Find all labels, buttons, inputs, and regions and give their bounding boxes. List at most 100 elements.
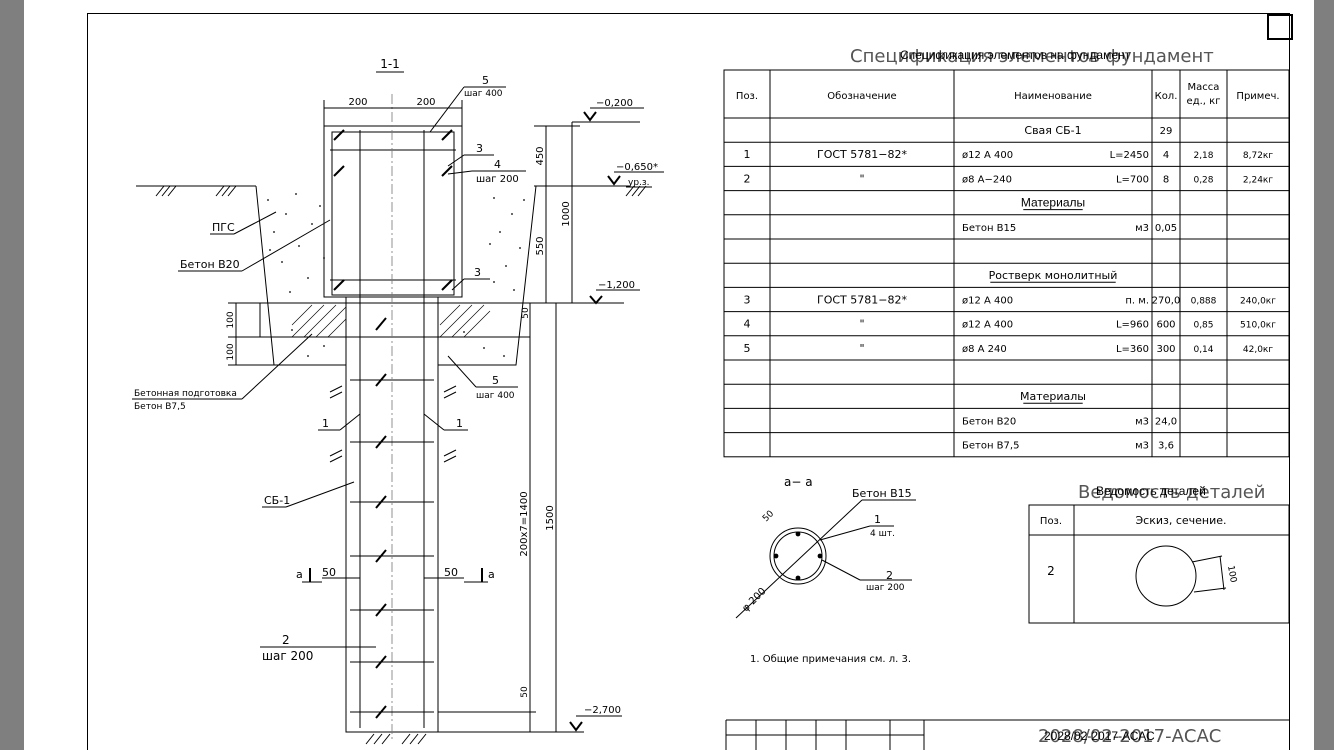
aa-label-p1-sub: 4 шт. bbox=[870, 529, 895, 539]
sand-fill-dots bbox=[267, 193, 525, 357]
label-pos1-right: 1 bbox=[456, 417, 463, 430]
label-pos5a-step: шаг 400 bbox=[464, 89, 503, 99]
label-pos4-step: шаг 200 bbox=[476, 174, 519, 185]
spec-cell-mass: 2,18 bbox=[1193, 151, 1213, 161]
spec-cell-code: " bbox=[859, 342, 864, 355]
spec-cell-name: ø12 А 400 bbox=[962, 320, 1013, 331]
details-table: Ведомость деталей Ведомость деталей Поз.… bbox=[1028, 482, 1290, 624]
spec-cell-name: Бетон В7,5 bbox=[962, 441, 1019, 452]
label-pos2: 2 bbox=[282, 633, 290, 647]
level-mark-4: −2,700 bbox=[569, 705, 622, 732]
spec-cell-name: ø8 А−240 bbox=[962, 174, 1012, 185]
label-pos3b: 3 bbox=[474, 266, 481, 279]
section-a-a: а− а Бетон В15 50 φ 200 1 4 шт. 2 шаг 20… bbox=[735, 475, 916, 619]
spec-cell-name: Бетон В20 bbox=[962, 416, 1016, 427]
spec-cell-qty: 8 bbox=[1163, 174, 1169, 185]
spec-cell-mass: 0,888 bbox=[1191, 296, 1217, 306]
specification-table: Спецификация элементов фундамент Специфи… bbox=[723, 46, 1290, 458]
pile-section-outer bbox=[769, 527, 827, 585]
spec-cell-note: 42,0кг bbox=[1243, 345, 1273, 355]
details-title-overlay: Ведомость деталей bbox=[1096, 484, 1206, 498]
aa-dim-50: 50 bbox=[761, 509, 776, 524]
spec-cell-qty: 3,6 bbox=[1158, 441, 1174, 452]
concrete-bedding bbox=[259, 302, 531, 338]
dim-50b: 50 bbox=[520, 686, 530, 698]
grillage-outline bbox=[323, 125, 463, 298]
label-pos1-left: 1 bbox=[322, 417, 329, 430]
spec-cell-qty: 600 bbox=[1156, 320, 1175, 331]
grillage-rebar-cage bbox=[331, 131, 455, 296]
spec-cell-mass: 0,14 bbox=[1193, 345, 1213, 355]
spec-cell-name: ø12 А 400 bbox=[962, 150, 1013, 161]
spec-cell-code: ГОСТ 5781−82* bbox=[817, 148, 907, 161]
level-mark-2: −0,650* ур.з. bbox=[607, 162, 664, 188]
level-mark-3: −1,200 bbox=[589, 280, 640, 305]
spec-cell-qty: 24,0 bbox=[1155, 416, 1177, 427]
spec-cell-note: 510,0кг bbox=[1240, 321, 1276, 331]
spec-cell-name: ø12 А 400 bbox=[962, 295, 1013, 306]
label-pos5b-step: шаг 400 bbox=[476, 391, 515, 401]
spec-cell-code: " bbox=[859, 318, 864, 331]
aa-dim-dia: φ 200 bbox=[740, 586, 768, 614]
cut-a-right: а bbox=[488, 568, 495, 581]
pile-stirrups bbox=[350, 379, 434, 713]
label-pos4: 4 bbox=[494, 158, 501, 171]
spec-cell-qty: 0,05 bbox=[1155, 223, 1177, 234]
pile-spiral-marks bbox=[375, 317, 387, 719]
spec-cell-unit: L=2450 bbox=[1110, 150, 1149, 161]
spec-header: Поз. bbox=[736, 91, 758, 102]
details-header-sketch: Эскиз, сечение. bbox=[1135, 514, 1226, 527]
excavation-right bbox=[438, 185, 537, 366]
label-pos5a: 5 bbox=[482, 74, 489, 87]
dim-w-left: 200 bbox=[348, 97, 367, 108]
spec-cell-name: Материалы bbox=[1021, 196, 1085, 210]
level-l3: −1,200 bbox=[598, 280, 635, 291]
aa-label-p1: 1 bbox=[874, 513, 881, 526]
drawing-canvas: 1-1 bbox=[132, 46, 1290, 750]
spec-cell-pos: 3 bbox=[744, 293, 751, 306]
spec-cell-name: Ростверк монолитный bbox=[989, 269, 1118, 282]
spec-cell-qty: 270,0 bbox=[1152, 295, 1181, 306]
details-pos: 2 bbox=[1047, 564, 1055, 578]
spec-cell-pos: 4 bbox=[744, 318, 751, 331]
cut-mark-a: а 50 а 50 bbox=[296, 566, 495, 583]
spec-cell-pos: 1 bbox=[744, 148, 751, 161]
dim-200x7: 200х7=1400 bbox=[519, 491, 530, 556]
label-pos3a: 3 bbox=[476, 142, 483, 155]
level-l2-note: ур.з. bbox=[628, 178, 650, 188]
dim-1000: 1000 bbox=[561, 201, 572, 226]
dim-offset-right: 50 bbox=[444, 566, 458, 579]
spec-cell-qty: 300 bbox=[1156, 344, 1175, 355]
dim-1500: 1500 bbox=[545, 505, 556, 530]
cut-a-left: а bbox=[296, 568, 303, 581]
dim-100a: 100 bbox=[226, 311, 236, 328]
dim-w-right: 200 bbox=[416, 97, 435, 108]
spec-header: Кол. bbox=[1155, 91, 1178, 102]
spec-cell-note: 2,24кг bbox=[1243, 175, 1273, 185]
detail-ring bbox=[1135, 545, 1197, 607]
details-dim: 100 bbox=[1225, 565, 1238, 584]
spec-cell-code: ГОСТ 5781−82* bbox=[817, 293, 907, 306]
section-title: 1-1 bbox=[380, 57, 400, 71]
spec-cell-unit: м3 bbox=[1135, 441, 1149, 452]
aa-label-beton: Бетон В15 bbox=[852, 487, 912, 500]
spec-cell-mass: 0,28 bbox=[1193, 175, 1213, 185]
dim-100b: 100 bbox=[226, 343, 236, 360]
bedding-hatch bbox=[291, 304, 491, 338]
spec-cell-unit: м3 bbox=[1135, 416, 1149, 427]
spec-cell-qty: 29 bbox=[1160, 126, 1173, 137]
spec-cell-pos: 5 bbox=[744, 342, 751, 355]
spec-cell-unit: L=360 bbox=[1116, 344, 1149, 355]
section-aa-title: а− а bbox=[784, 475, 813, 489]
dim-550: 550 bbox=[535, 236, 546, 255]
spec-header: Примеч. bbox=[1236, 91, 1279, 102]
title-block: 2028/02-2017-АСАС 2028/02-2017-АСАС bbox=[725, 719, 1290, 750]
spec-cell-name: Свая СБ-1 bbox=[1024, 124, 1081, 137]
spec-cell-qty: 4 bbox=[1163, 150, 1169, 161]
spec-header-mass-unit: ед., кг bbox=[1187, 96, 1221, 107]
label-bedding-2: Бетон В7,5 bbox=[134, 402, 186, 412]
pile-section-spiral bbox=[773, 531, 823, 581]
spec-cell-note: 240,0кг bbox=[1240, 296, 1276, 306]
spec-cell-unit: п. м. bbox=[1125, 295, 1149, 306]
soil-hatch-marks bbox=[329, 385, 457, 745]
